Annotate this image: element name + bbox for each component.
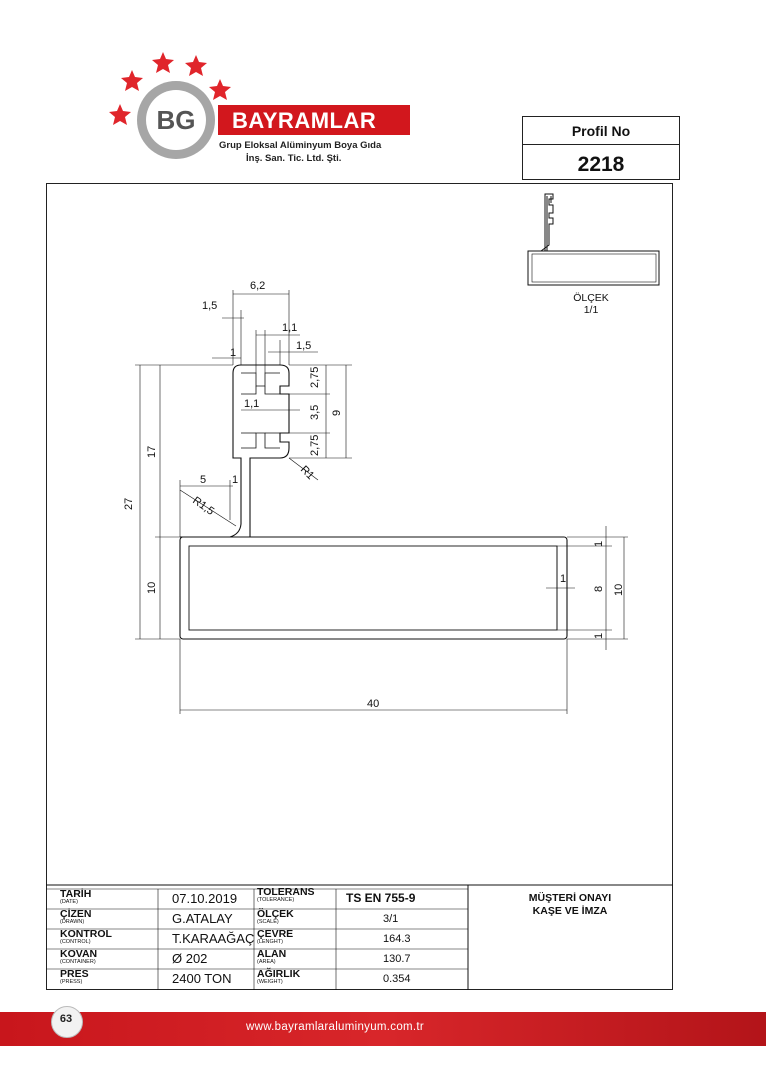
dim-label: R1: [298, 464, 316, 482]
dim-label: 9: [331, 410, 343, 416]
brand-bar: [218, 105, 410, 135]
label-perimeter: ÇEVRE(LENGHT): [257, 928, 294, 945]
dim-label: 1: [593, 633, 605, 639]
value-weight: 0.354: [383, 973, 411, 985]
label-area: ALAN(AREA): [257, 948, 287, 965]
value-perimeter: 164.3: [383, 933, 411, 945]
dim-label: R1,5: [190, 495, 216, 518]
logo-monogram: BG: [157, 105, 196, 135]
dim-label: 10: [613, 584, 625, 596]
star-icon: [121, 70, 143, 91]
dimension-lines: [135, 290, 628, 714]
value-press: 2400 TON: [172, 971, 232, 986]
dim-label: 1,1: [282, 322, 297, 334]
star-icon: [209, 79, 231, 100]
customer-approval: MÜŞTERİ ONAYI KAŞE VE İMZA: [528, 892, 612, 917]
label-container: KOVAN(CONTAINER): [60, 948, 98, 965]
dim-label: 8: [593, 586, 605, 592]
page-number: 63: [59, 1013, 73, 1025]
scale-label: ÖLÇEK 1/1: [573, 292, 609, 316]
dim-label: 27: [123, 498, 135, 510]
dim-label: 3,5: [309, 405, 321, 420]
dim-label: 2,75: [309, 367, 321, 388]
value-control: T.KARAAĞAÇ: [172, 931, 255, 946]
label-scale: ÖLÇEK(SCALE): [257, 908, 294, 925]
label-weight: AĞIRLIK(WEIGHT): [257, 968, 301, 985]
footer-url[interactable]: www.bayramlaraluminyum.com.tr: [246, 1021, 425, 1033]
value-scale: 3/1: [383, 913, 399, 925]
star-icon-group: [109, 52, 231, 125]
page-number-badge: [51, 1006, 83, 1038]
dim-label: 1: [560, 573, 566, 585]
star-icon: [109, 104, 131, 125]
dim-label: 1,5: [202, 300, 217, 312]
dimension-labels: 6,2 1,5 1,1 1 1,5 2,75 1,1 3,5 9 2,75 R1…: [123, 280, 625, 710]
dim-label: 10: [146, 582, 158, 594]
star-icon: [185, 55, 207, 76]
brand-subtitle: Grup Eloksal Alüminyum Boya Gıda: [219, 140, 382, 151]
dim-label: 17: [146, 446, 158, 458]
brand-name: BAYRAMLAR: [232, 108, 377, 133]
dim-label: 6,2: [250, 280, 265, 292]
label-tolerance: TOLERANS(TOLERANCE): [257, 886, 315, 903]
profile-outline: [179, 364, 568, 640]
label-press: PRES(PRESS): [60, 968, 89, 985]
scale-thumbnail: [527, 193, 660, 286]
dim-label: 5: [200, 474, 206, 486]
label-drawn: ÇİZEN(DRAWN): [60, 908, 92, 925]
dim-label: 1: [593, 541, 605, 547]
profile-number-box: Profil No 2218: [522, 116, 680, 180]
dim-label: 2,75: [309, 435, 321, 456]
label-date: TARİH(DATE): [60, 888, 92, 905]
logo-graphic: BG: [109, 52, 231, 159]
star-icon: [152, 52, 174, 73]
brand-subtitle-2: İnş. San. Tic. Ltd. Şti.: [246, 153, 342, 164]
value-drawn: G.ATALAY: [172, 911, 233, 926]
dim-label: 1,5: [296, 340, 311, 352]
value-tolerance: TS EN 755-9: [346, 891, 416, 905]
value-date: 07.10.2019: [172, 891, 238, 906]
dim-label: 1: [232, 474, 238, 486]
divider: [523, 144, 679, 145]
dim-label: 40: [367, 698, 379, 710]
dim-label: 1,1: [244, 398, 259, 410]
label-control: KONTROL(CONTROL): [60, 928, 112, 945]
profile-number: 2218: [577, 153, 625, 176]
value-container: Ø 202: [172, 951, 208, 966]
drawing-frame: [46, 183, 673, 990]
footer-bar: [0, 1012, 766, 1046]
value-area: 130.7: [383, 953, 411, 965]
profile-label: Profil No: [571, 123, 631, 139]
dim-label: 1: [230, 347, 236, 359]
